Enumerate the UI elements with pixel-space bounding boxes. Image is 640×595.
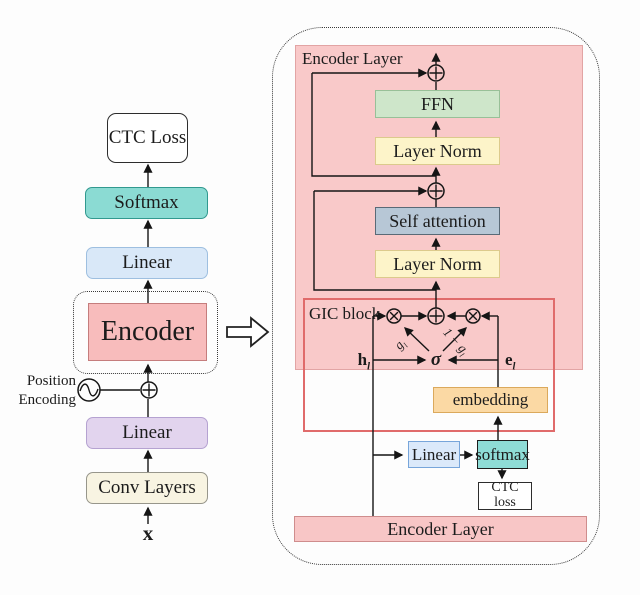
layer-norm-upper-label: Layer Norm — [393, 140, 482, 161]
gic-block-label: GIC block — [309, 304, 381, 323]
linear-bottom-box: Linear — [86, 417, 208, 449]
linear-small-box: Linear — [408, 441, 460, 468]
layer-norm-upper-box: Layer Norm — [375, 137, 500, 165]
self-attention-box: Self attention — [375, 207, 500, 235]
ctc-loss-small-label: CTC loss — [491, 480, 519, 510]
ffn-label: FFN — [420, 93, 455, 114]
softmax-small-box: softmax — [475, 440, 530, 469]
gic-block-outline — [303, 298, 555, 432]
position-encoding-label: Position Encoding — [18, 373, 77, 408]
encoder-label: Encoder — [100, 316, 195, 348]
encoder-detail-dashed-outline — [272, 27, 600, 565]
expand-arrow-icon — [226, 316, 270, 348]
softmax-box: Softmax — [85, 187, 208, 219]
embedding-state-label: el — [505, 350, 516, 373]
softmax-small-label: softmax — [475, 444, 530, 464]
self-attention-label: Self attention — [389, 210, 486, 231]
sine-circle-icon — [77, 378, 101, 402]
encoder-box: Encoder — [88, 303, 207, 361]
ffn-box: FFN — [375, 90, 500, 118]
ctc-loss-box: CTC Loss — [107, 113, 188, 163]
encoder-layer-bottom-label: Encoder Layer — [387, 518, 494, 539]
input-x-label: x — [142, 521, 154, 545]
hidden-state-label: hl — [357, 350, 370, 373]
ctc-loss-label: CTC Loss — [108, 127, 187, 149]
embedding-box: embedding — [433, 387, 548, 413]
softmax-label: Softmax — [114, 192, 179, 214]
encoder-layer-top-label: Encoder Layer — [302, 49, 403, 68]
linear-top-box: Linear — [86, 247, 208, 279]
linear-top-label: Linear — [122, 252, 172, 274]
encoder-layer-bottom-box: Encoder Layer — [294, 516, 587, 542]
linear-bottom-label: Linear — [122, 422, 172, 444]
layer-norm-lower-label: Layer Norm — [393, 253, 482, 274]
layer-norm-lower-box: Layer Norm — [375, 250, 500, 278]
ctc-loss-small-box: CTC loss — [478, 480, 532, 510]
encoder-dashed-outline — [73, 291, 218, 374]
conv-layers-box: Conv Layers — [86, 472, 208, 504]
conv-layers-label: Conv Layers — [98, 477, 196, 499]
embedding-label: embedding — [452, 390, 529, 410]
linear-small-label: Linear — [411, 444, 457, 464]
sigma-gate-label: σ — [430, 349, 442, 370]
plus-circle-icon — [140, 381, 158, 399]
